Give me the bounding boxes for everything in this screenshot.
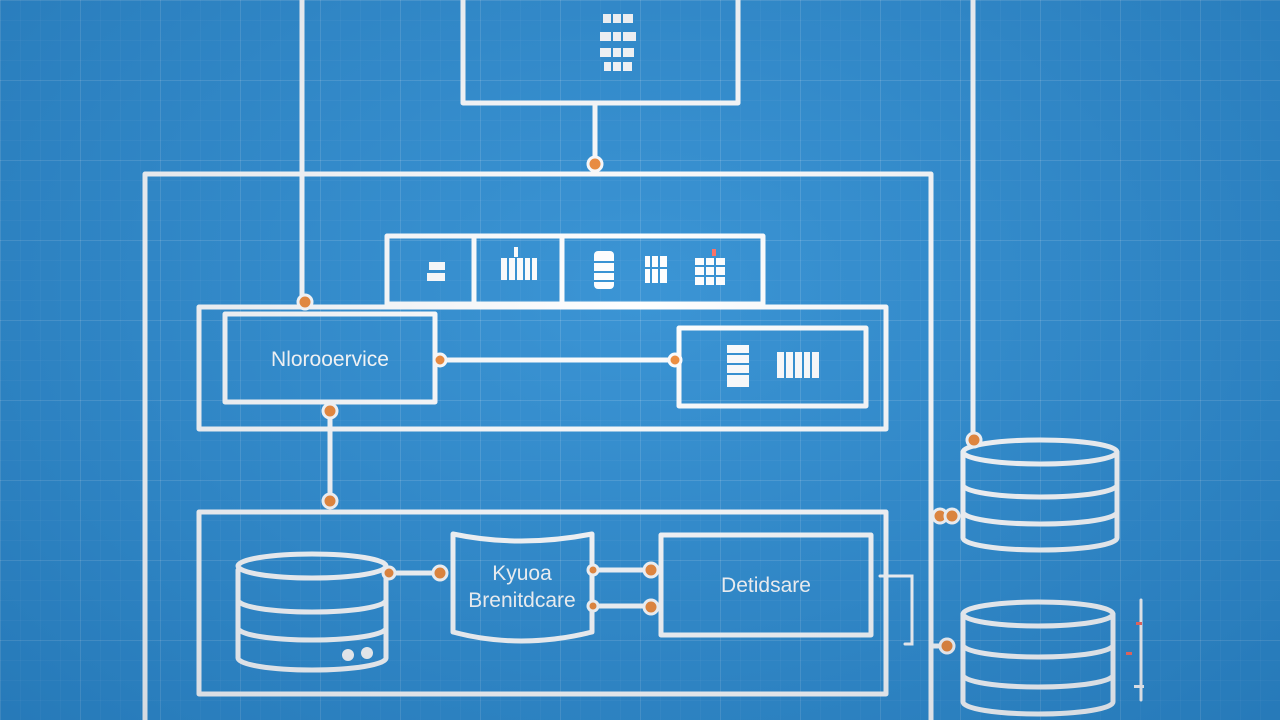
microservice-label: Nlorooervice (271, 348, 389, 371)
connector-nodes (296, 155, 983, 655)
module-icon-5 (695, 249, 725, 287)
service-detail-icon-2 (777, 350, 819, 380)
storage-cylinder-left (235, 551, 389, 673)
service-detail-icon-1 (727, 345, 749, 387)
connector-node (965, 431, 983, 449)
connector-node (938, 637, 956, 655)
queue-label-line1: Kyuoa (492, 562, 552, 585)
connector-node (642, 561, 660, 579)
connector-node (943, 507, 961, 525)
right-edge-ticks (1126, 598, 1144, 702)
connector-node (321, 402, 339, 420)
top-service-box (460, 0, 741, 106)
connector-node (431, 564, 449, 582)
db-bracket (878, 574, 914, 646)
database-label: Detidsare (721, 574, 811, 597)
data-layer-box (196, 509, 889, 697)
connector-node (432, 352, 448, 368)
queue-box (450, 531, 595, 644)
service-layer-box (196, 304, 889, 432)
system-boundary (142, 171, 934, 720)
service-detail-box (676, 325, 869, 409)
connector-node (381, 565, 397, 581)
connector-node (667, 352, 683, 368)
connector-node (586, 599, 600, 613)
module-strip (384, 233, 766, 307)
database-cylinder-bottom (960, 599, 1116, 717)
database-box (658, 532, 874, 638)
module-icon-3 (594, 251, 614, 289)
database-cylinder-top (960, 437, 1120, 553)
module-icon-1 (427, 262, 445, 281)
module-icon-2 (501, 247, 537, 282)
connector-node (321, 492, 339, 510)
top-service-icon (600, 10, 636, 74)
connector-node (296, 293, 314, 311)
module-icon-4 (645, 254, 667, 285)
connector-node (586, 155, 604, 173)
queue-label-line2: Brenitdcare (468, 589, 575, 612)
connector-node (586, 563, 600, 577)
connector-node (642, 598, 660, 616)
